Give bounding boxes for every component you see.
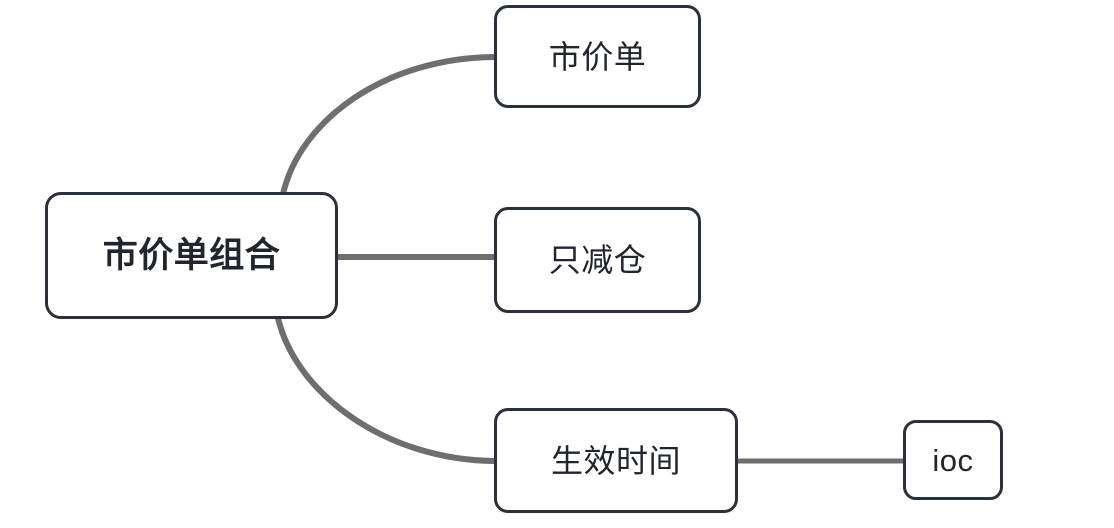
node-child-3-label: 生效时间	[550, 442, 681, 479]
mindmap-node-market-order[interactable]: 市价单	[494, 5, 701, 108]
node-leaf-ioc-label: ioc	[932, 442, 974, 478]
mindmap-node-time-in-force[interactable]: 生效时间	[494, 408, 738, 513]
edge-root-to-child-3	[275, 315, 497, 464]
node-root-label: 市价单组合	[102, 236, 281, 275]
mindmap-node-root[interactable]: 市价单组合	[45, 192, 338, 319]
edge-root-to-child-1	[280, 54, 497, 197]
node-child-2-label: 只减仓	[548, 242, 647, 278]
node-child-1-label: 市价单	[548, 38, 647, 75]
mindmap-node-reduce-only[interactable]: 只减仓	[494, 207, 701, 313]
mindmap-node-ioc[interactable]: ioc	[903, 420, 1003, 500]
